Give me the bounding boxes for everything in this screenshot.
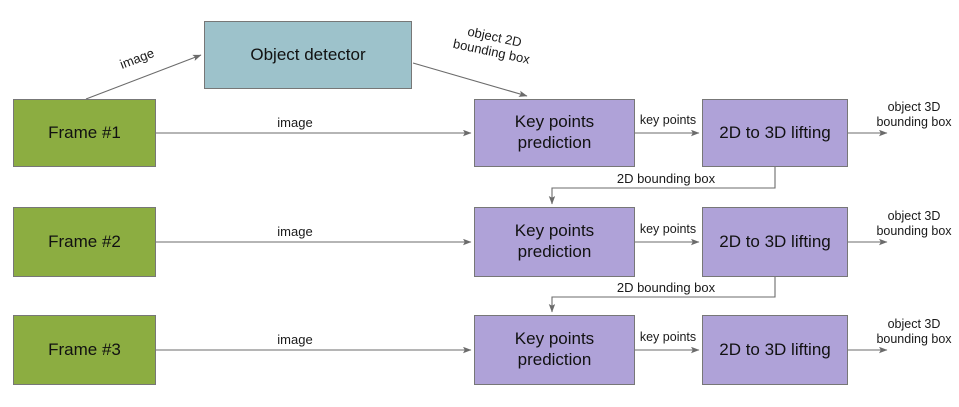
node-keypoints-prediction-2[interactable]: Key points prediction xyxy=(474,207,635,277)
node-frame-3[interactable]: Frame #3 xyxy=(13,315,156,385)
edge-label-key-points-3: key points xyxy=(639,330,697,344)
edge-label-key-points-2: key points xyxy=(639,222,697,236)
node-2d-to-3d-lifting-2[interactable]: 2D to 3D lifting xyxy=(702,207,848,277)
edge-label-object-3d-bounding-box-1: object 3D bounding box xyxy=(876,100,952,129)
edge-label-object-3d-bounding-box-3: object 3D bounding box xyxy=(876,317,952,346)
node-keypoints-prediction-1[interactable]: Key points prediction xyxy=(474,99,635,167)
node-keypoints-prediction-3[interactable]: Key points prediction xyxy=(474,315,635,385)
edge-label-2d-bounding-box-2: 2D bounding box xyxy=(601,280,731,296)
node-2d-to-3d-lifting-3[interactable]: 2D to 3D lifting xyxy=(702,315,848,385)
node-frame-2[interactable]: Frame #2 xyxy=(13,207,156,277)
edge-label-frame3-image: image xyxy=(277,332,313,347)
edge-label-key-points-1: key points xyxy=(639,113,697,127)
edge-label-frame1-image: image xyxy=(277,115,313,130)
edge-label-object-3d-bounding-box-2: object 3D bounding box xyxy=(876,209,952,238)
node-object-detector[interactable]: Object detector xyxy=(204,21,412,89)
edge-feedback-2 xyxy=(548,275,776,313)
node-frame-1[interactable]: Frame #1 xyxy=(13,99,156,167)
node-2d-to-3d-lifting-1[interactable]: 2D to 3D lifting xyxy=(702,99,848,167)
edge-feedback-1 xyxy=(548,166,776,205)
edge-frame1-to-detector xyxy=(85,54,202,100)
edge-detector-to-keypoints1 xyxy=(412,62,528,97)
edge-label-frame2-image: image xyxy=(277,224,313,239)
edge-label-2d-bounding-box-1: 2D bounding box xyxy=(601,171,731,187)
